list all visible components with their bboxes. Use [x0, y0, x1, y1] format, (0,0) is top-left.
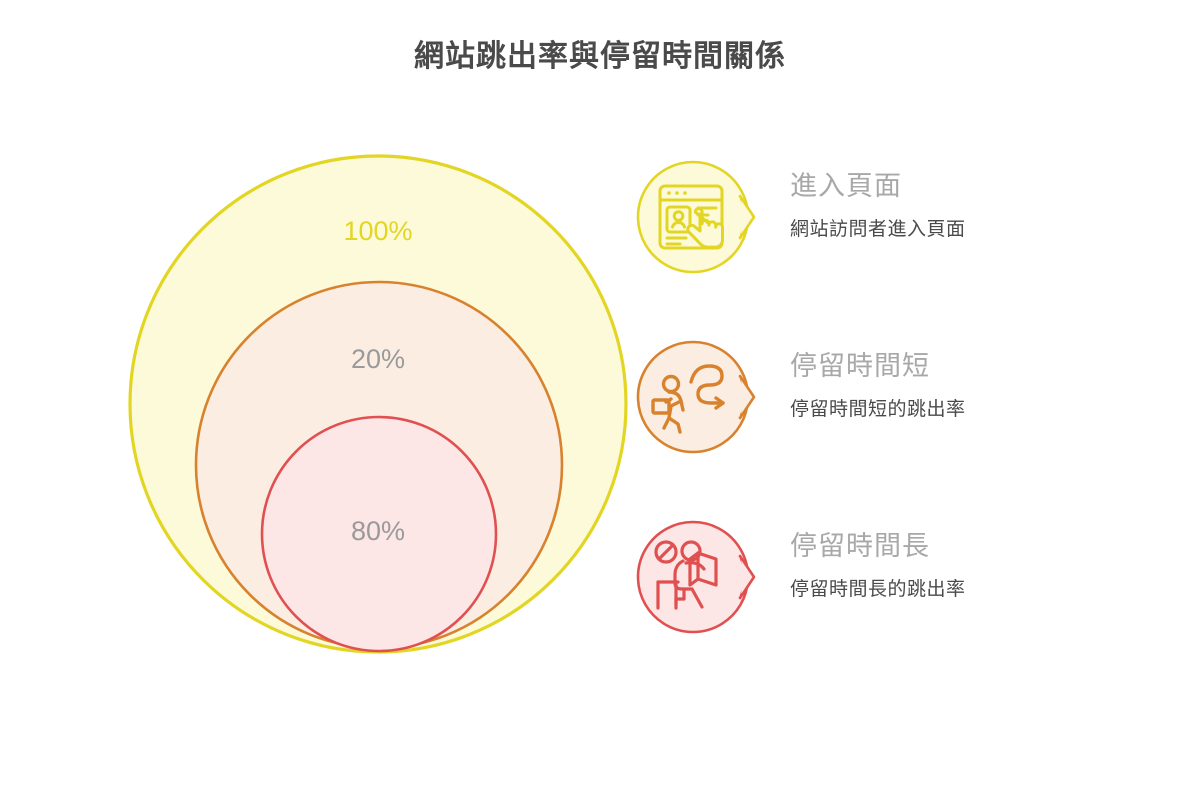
legend-badge-1 — [636, 160, 756, 276]
legend-text-2: 停留時間短 停留時間短的跳出率 — [790, 350, 1170, 423]
legend-item-enter-page[interactable]: 進入頁面 網站訪問者進入頁面 — [636, 160, 1176, 340]
circle-inner-80 — [260, 415, 498, 653]
nested-circles-diagram: 100% 20% 80% — [95, 140, 665, 680]
legend: 進入頁面 網站訪問者進入頁面 — [636, 160, 1176, 700]
legend-title-1: 進入頁面 — [790, 171, 902, 201]
legend-badge-2 — [636, 340, 756, 456]
running-person-exit-icon — [651, 364, 725, 434]
browser-profile-click-icon — [658, 184, 724, 250]
legend-item-long-stay[interactable]: 停留時間長 停留時間長的跳出率 — [636, 520, 1176, 700]
legend-badge-3 — [636, 520, 756, 636]
legend-description-1: 網站訪問者進入頁面 — [790, 219, 966, 241]
badge-bubble-shape-1 — [636, 160, 750, 274]
circle-label-inner: 80% — [350, 516, 406, 546]
legend-text-3: 停留時間長 停留時間長的跳出率 — [790, 530, 1170, 603]
legend-description-3: 停留時間長的跳出率 — [790, 579, 966, 601]
legend-title-3: 停留時間長 — [790, 531, 930, 561]
page-title: 網站跳出率與停留時間關係 — [414, 40, 786, 73]
circle-label-outer: 100% — [343, 216, 413, 246]
legend-title-2: 停留時間短 — [790, 351, 930, 381]
seated-person-reading-icon — [654, 540, 718, 610]
badge-bubble-shape-3 — [636, 520, 750, 634]
badge-bubble-shape-2 — [636, 340, 750, 454]
legend-item-short-stay[interactable]: 停留時間短 停留時間短的跳出率 — [636, 340, 1176, 520]
circle-label-middle: 20% — [350, 344, 406, 374]
legend-description-2: 停留時間短的跳出率 — [790, 399, 966, 421]
legend-text-1: 進入頁面 網站訪問者進入頁面 — [790, 170, 1170, 243]
